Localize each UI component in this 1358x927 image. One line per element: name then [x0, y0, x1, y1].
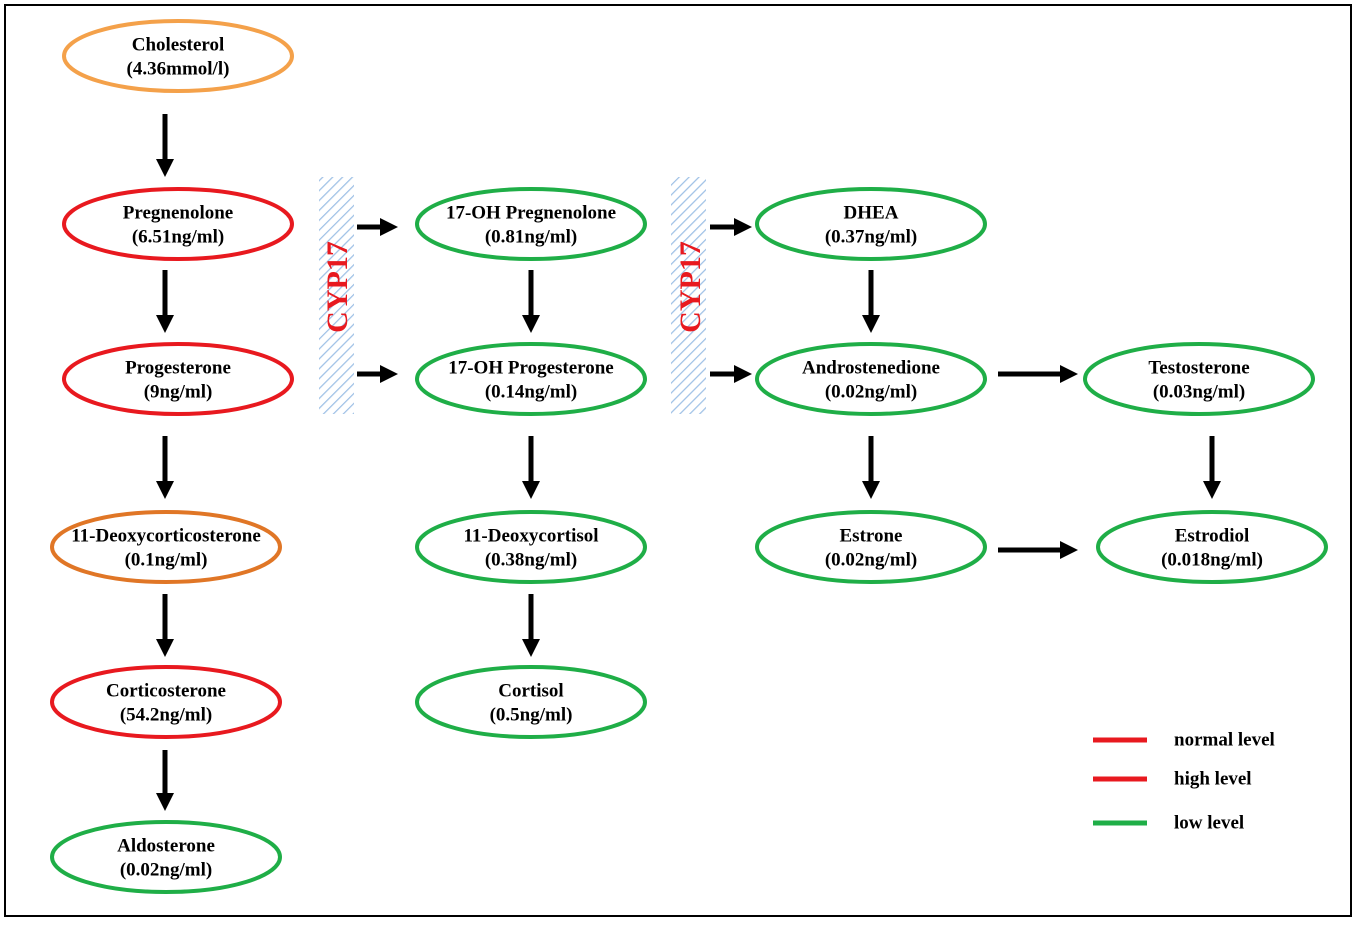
node-ellipse-oh-progesterone — [415, 342, 647, 416]
node-androstenedione: Androstenedione (0.02ng/ml) — [755, 342, 987, 416]
steroidogenesis-pathway-diagram: CYP17 CYP17 Cholesterol (4.36mmol/l) Pregn… — [50, 19, 1328, 894]
node-value-corticosterone: (54.2ng/ml) — [120, 705, 212, 726]
diagram-frame: CYP17 CYP17 Cholesterol (4.36mmol/l) Pregn… — [4, 4, 1352, 917]
legend-item-normal: normal level — [1093, 730, 1275, 751]
node-cholesterol: Cholesterol (4.36mmol/l) — [62, 19, 294, 93]
node-value-androstenedione: (0.02ng/ml) — [825, 382, 917, 403]
cyp17-label-second: CYP17 — [674, 241, 707, 333]
cyp17-label-first: CYP17 — [321, 241, 354, 333]
legend-item-low: low level — [1093, 813, 1244, 834]
legend-label-low: low level — [1174, 813, 1244, 834]
legend-label-normal: normal level — [1174, 730, 1275, 751]
node-value-deoxycorticosterone: (0.1ng/ml) — [125, 550, 208, 571]
node-value-oh-pregnenolone: (0.81ng/ml) — [485, 227, 577, 248]
node-cortisol: Cortisol (0.5ng/ml) — [415, 665, 647, 739]
node-name-oh-progesterone: 17-OH Progesterone — [448, 358, 614, 379]
node-ellipse-androstenedione — [755, 342, 987, 416]
node-name-aldosterone: Aldosterone — [117, 836, 215, 857]
node-name-corticosterone: Corticosterone — [106, 681, 226, 702]
node-name-deoxycorticosterone: 11-Deoxycorticosterone — [71, 526, 261, 547]
node-aldosterone: Aldosterone (0.02ng/ml) — [50, 820, 282, 894]
node-estrodiol: Estrodiol (0.018ng/ml) — [1096, 510, 1328, 584]
node-value-cortisol: (0.5ng/ml) — [490, 705, 573, 726]
node-value-pregnenolone: (6.51ng/ml) — [132, 227, 224, 248]
node-name-dhea: DHEA — [844, 203, 899, 224]
node-value-oh-progesterone: (0.14ng/ml) — [485, 382, 577, 403]
node-ellipse-deoxycortisol — [415, 510, 647, 584]
legend-item-high: high level — [1093, 769, 1252, 790]
node-name-oh-pregnenolone: 17-OH Pregnenolone — [446, 203, 616, 224]
node-value-aldosterone: (0.02ng/ml) — [120, 860, 212, 881]
node-name-androstenedione: Androstenedione — [802, 358, 940, 379]
node-value-estrone: (0.02ng/ml) — [825, 550, 917, 571]
node-ellipse-aldosterone — [50, 820, 282, 894]
node-name-estrone: Estrone — [840, 526, 903, 547]
node-progesterone: Progesterone (9ng/ml) — [62, 342, 294, 416]
cyp17-bar-second: CYP17 — [671, 177, 707, 414]
node-value-dhea: (0.37ng/ml) — [825, 227, 917, 248]
node-value-testosterone: (0.03ng/ml) — [1153, 382, 1245, 403]
pathway-nodes: Cholesterol (4.36mmol/l) Pregnenolone (6.51… — [50, 19, 1328, 894]
node-value-cholesterol: (4.36mmol/l) — [127, 59, 230, 80]
node-ellipse-corticosterone — [50, 665, 282, 739]
node-ellipse-progesterone — [62, 342, 294, 416]
node-oh-progesterone: 17-OH Progesterone (0.14ng/ml) — [415, 342, 647, 416]
node-ellipse-pregnenolone — [62, 187, 294, 261]
node-ellipse-testosterone — [1083, 342, 1315, 416]
node-ellipse-oh-pregnenolone — [415, 187, 647, 261]
node-deoxycortisol: 11-Deoxycortisol (0.38ng/ml) — [415, 510, 647, 584]
node-value-deoxycortisol: (0.38ng/ml) — [485, 550, 577, 571]
node-value-estrodiol: (0.018ng/ml) — [1161, 550, 1263, 571]
node-name-estrodiol: Estrodiol — [1175, 526, 1250, 547]
node-deoxycorticosterone: 11-Deoxycorticosterone (0.1ng/ml) — [50, 510, 282, 584]
node-name-testosterone: Testosterone — [1148, 358, 1249, 379]
node-pregnenolone: Pregnenolone (6.51ng/ml) — [62, 187, 294, 261]
node-name-cortisol: Cortisol — [498, 681, 563, 702]
node-ellipse-cortisol — [415, 665, 647, 739]
node-ellipse-estrodiol — [1096, 510, 1328, 584]
node-name-pregnenolone: Pregnenolone — [123, 203, 233, 224]
cyp17-hatch-first — [319, 177, 354, 414]
node-oh-pregnenolone: 17-OH Pregnenolone (0.81ng/ml) — [415, 187, 647, 261]
node-ellipse-cholesterol — [62, 19, 294, 93]
node-name-cholesterol: Cholesterol — [132, 35, 225, 56]
node-ellipse-deoxycorticosterone — [50, 510, 282, 584]
node-value-progesterone: (9ng/ml) — [144, 382, 213, 403]
node-name-deoxycortisol: 11-Deoxycortisol — [463, 526, 598, 547]
legend-label-high: high level — [1174, 769, 1252, 790]
node-testosterone: Testosterone (0.03ng/ml) — [1083, 342, 1315, 416]
node-corticosterone: Corticosterone (54.2ng/ml) — [50, 665, 282, 739]
cyp17-hatch-second — [671, 177, 706, 414]
enzyme-bars: CYP17 CYP17 — [319, 177, 707, 414]
legend: normal level high level low level — [1093, 730, 1275, 834]
node-estrone: Estrone (0.02ng/ml) — [755, 510, 987, 584]
node-dhea: DHEA (0.37ng/ml) — [755, 187, 987, 261]
pathway-arrows — [156, 114, 1221, 811]
node-ellipse-dhea — [755, 187, 987, 261]
node-name-progesterone: Progesterone — [125, 358, 231, 379]
node-ellipse-estrone — [755, 510, 987, 584]
cyp17-bar-first: CYP17 — [319, 177, 354, 414]
